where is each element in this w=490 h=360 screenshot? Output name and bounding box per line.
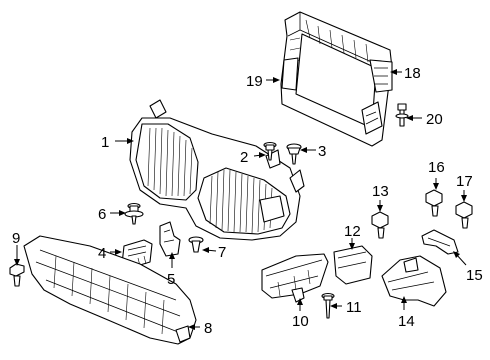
callout-5: 5 bbox=[167, 271, 175, 288]
callout-15: 15 bbox=[466, 267, 483, 284]
radiator-support-frame bbox=[280, 11, 393, 147]
clip-20 bbox=[395, 103, 409, 127]
screw-11 bbox=[321, 292, 335, 319]
screw-6 bbox=[124, 202, 144, 225]
leader-lines bbox=[14, 69, 467, 330]
clip-7 bbox=[188, 236, 204, 253]
callout-1: 1 bbox=[101, 134, 109, 151]
callout-labels: 1 2 3 4 5 6 7 8 9 10 11 12 13 14 15 16 1… bbox=[12, 65, 483, 337]
callout-9: 9 bbox=[12, 230, 20, 247]
callout-16: 16 bbox=[428, 159, 445, 176]
callout-13: 13 bbox=[372, 183, 389, 200]
clip-9 bbox=[9, 263, 25, 287]
screw-3 bbox=[286, 143, 302, 165]
clip-16 bbox=[425, 189, 443, 217]
callout-19: 19 bbox=[246, 73, 263, 90]
callout-10: 10 bbox=[292, 313, 309, 330]
guide-plate-12 bbox=[333, 245, 373, 285]
callout-17: 17 bbox=[456, 173, 473, 190]
kidney-grille bbox=[129, 99, 305, 241]
callout-18: 18 bbox=[404, 65, 421, 82]
callout-14: 14 bbox=[398, 313, 415, 330]
air-duct-14 bbox=[381, 255, 447, 307]
lower-air-duct bbox=[23, 235, 197, 345]
callout-2: 2 bbox=[240, 149, 248, 166]
callout-3: 3 bbox=[318, 143, 326, 160]
callout-20: 20 bbox=[426, 111, 443, 128]
bracket-5 bbox=[159, 221, 181, 257]
callout-4: 4 bbox=[98, 245, 106, 262]
screw-2 bbox=[263, 141, 277, 161]
callout-11: 11 bbox=[346, 299, 362, 316]
clip-13 bbox=[371, 211, 389, 239]
clip-17 bbox=[455, 201, 473, 229]
callout-8: 8 bbox=[204, 320, 212, 337]
callout-7: 7 bbox=[218, 244, 226, 261]
air-guide-10 bbox=[261, 253, 329, 303]
callout-6: 6 bbox=[98, 206, 106, 223]
bracket-15 bbox=[421, 229, 459, 255]
callout-12: 12 bbox=[344, 223, 361, 240]
